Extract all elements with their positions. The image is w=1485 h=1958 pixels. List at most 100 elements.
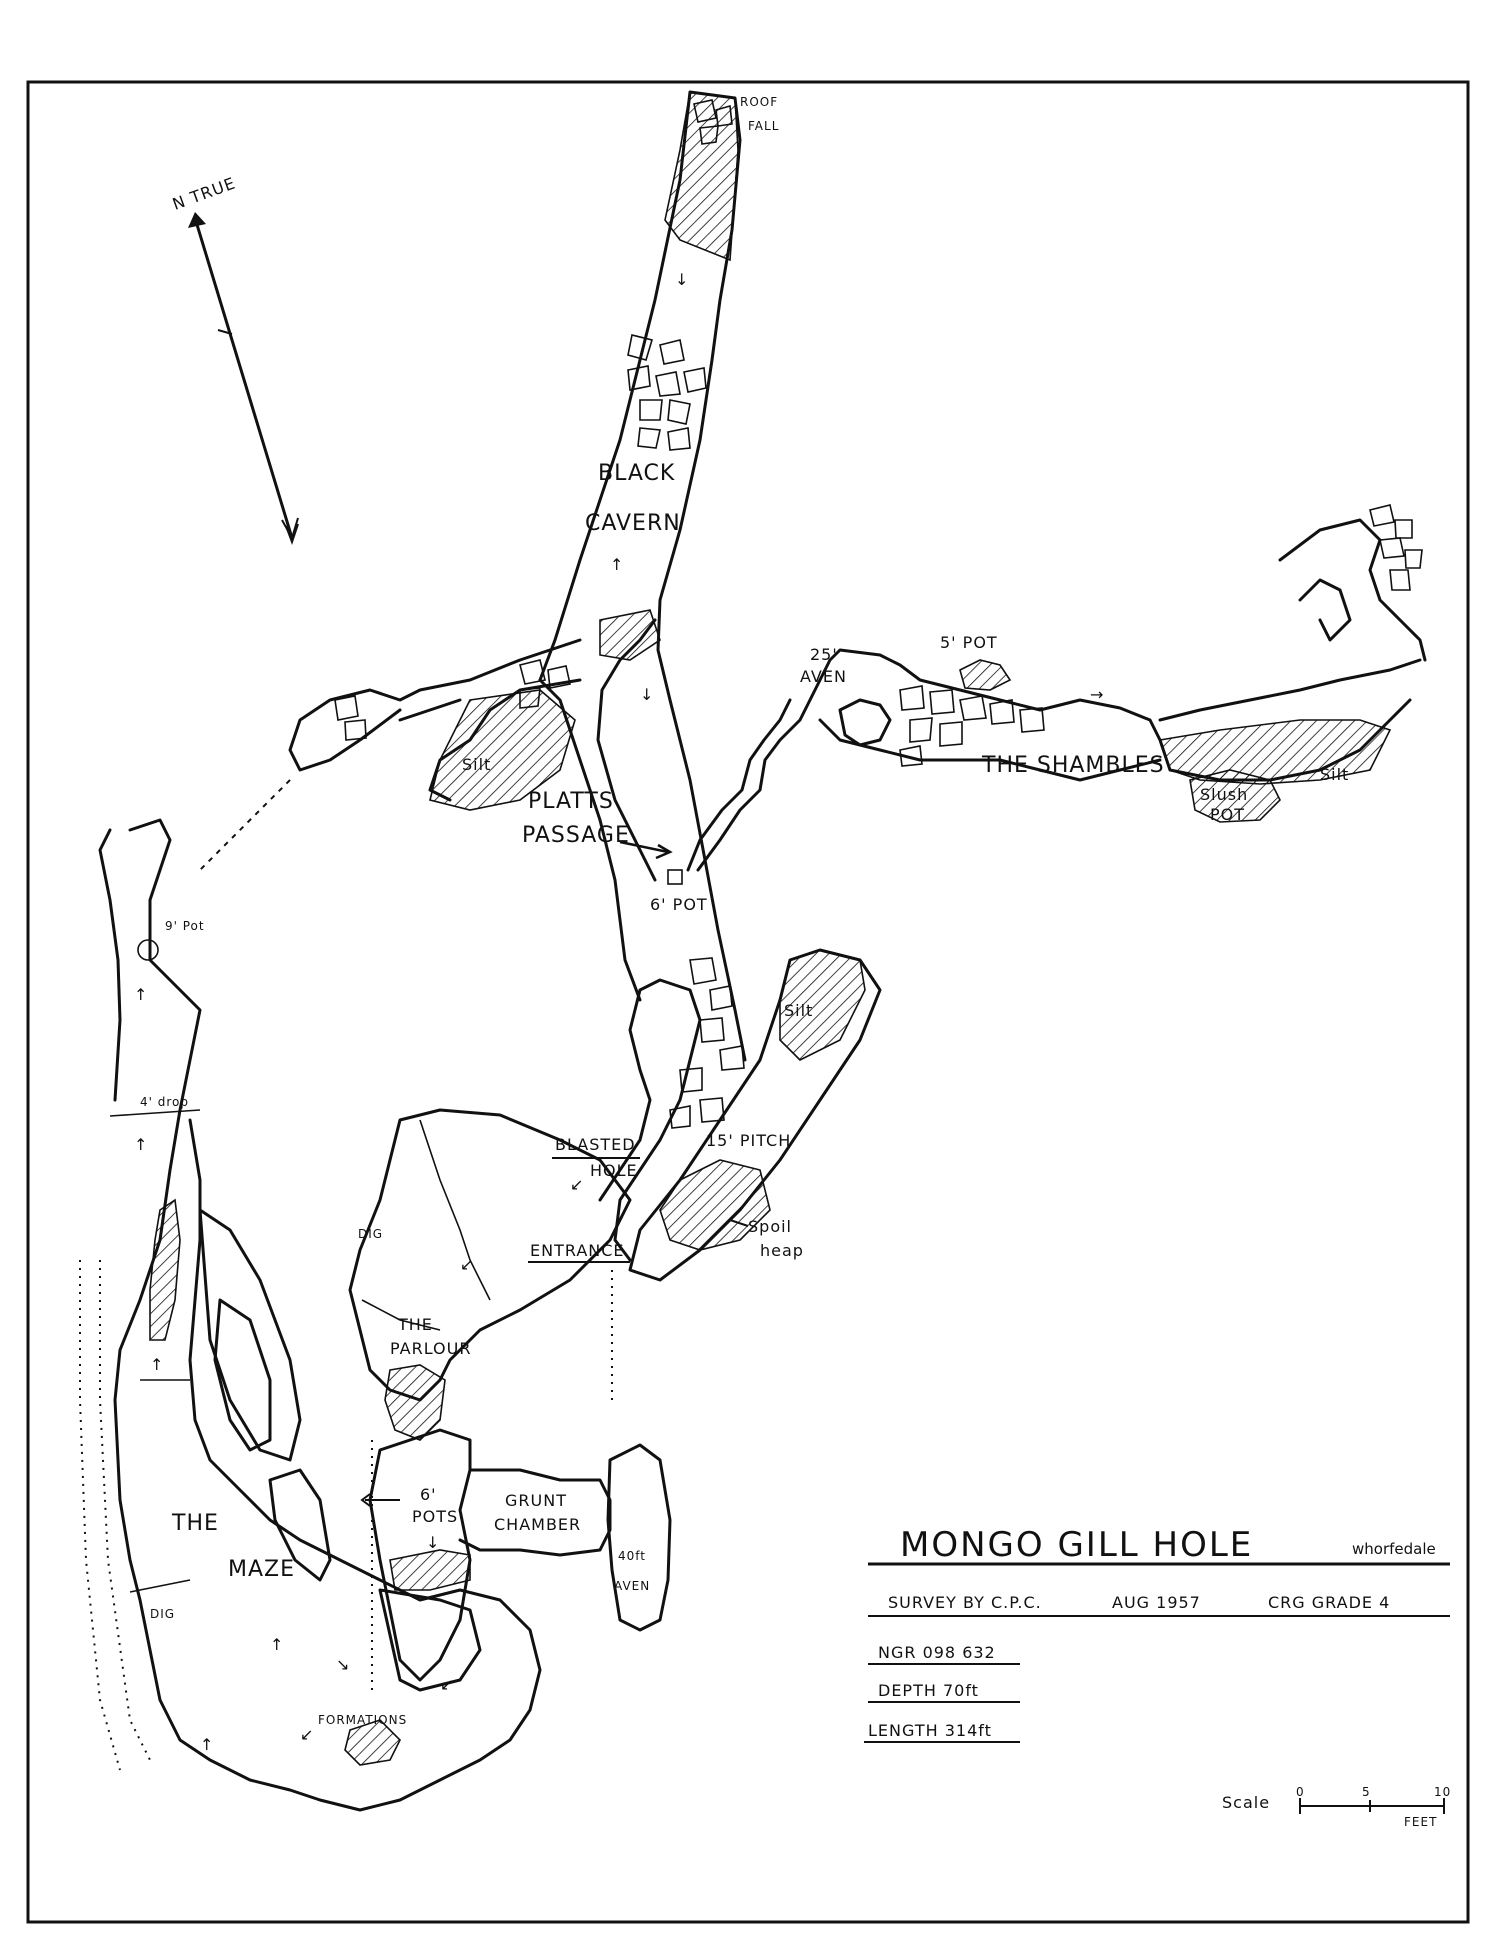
silt-label: Silt — [784, 1001, 813, 1020]
flow-arrow: ↙ — [300, 1725, 314, 1744]
entrance-label: ENTRANCE — [530, 1241, 625, 1260]
title-block: MONGO GILL HOLE whorfedale SURVEY BY C.P… — [864, 1525, 1450, 1743]
ngr-value: NGR 098 632 — [878, 1643, 996, 1662]
survey-credit: SURVEY BY C.P.C. — [888, 1593, 1042, 1612]
pots-passage — [368, 1428, 472, 1682]
parlour-label-2: PARLOUR — [390, 1339, 471, 1358]
blasted-hole-label-1: BLASTED — [555, 1135, 636, 1154]
slush-pot-hatch — [1189, 769, 1281, 823]
aven-25-loop — [838, 698, 892, 747]
blasted-hole-label-2: HOLE — [590, 1161, 638, 1180]
platts-passage — [686, 678, 822, 872]
roof-fall-label-2: FALL — [748, 119, 779, 133]
parlour-silt — [384, 1364, 446, 1441]
five-pot-label: 5' POT — [940, 633, 998, 652]
platts-passage-entrance — [538, 678, 642, 1002]
west-passage-inner — [98, 828, 122, 1102]
silt-label: Silt — [462, 755, 491, 774]
flow-arrow: ↓ — [640, 685, 654, 704]
maze-label-1: THE — [171, 1511, 219, 1536]
flow-arrow: ↘ — [336, 1655, 350, 1674]
maze-pillar — [268, 1468, 332, 1582]
platts-label-2: PASSAGE — [522, 823, 630, 848]
flow-arrow: ↑ — [150, 1355, 164, 1374]
silt-patch — [779, 949, 866, 1061]
six-pot-icon — [667, 869, 683, 885]
fifteen-pitch-label: 15' PITCH — [706, 1131, 791, 1150]
north-east-passages — [1278, 504, 1427, 662]
platts-label-1: PLATTS — [528, 789, 614, 814]
cave-area: whorfedale — [1352, 1540, 1436, 1558]
flow-arrow: ↓ — [426, 1533, 440, 1552]
aven-40-label-1: 40ft — [618, 1549, 646, 1563]
shambles-passage — [818, 648, 1422, 782]
shambles-silt — [1158, 719, 1392, 785]
north-label: N TRUE — [170, 173, 238, 213]
scale-tick-5: 5 — [1362, 1785, 1371, 1799]
aven-40 — [606, 1443, 672, 1632]
formations-label: FORMATIONS — [318, 1713, 407, 1727]
flow-arrow: ↑ — [610, 555, 624, 574]
scale-unit: FEET — [1404, 1815, 1437, 1829]
parlour-label-1: THE — [397, 1315, 433, 1334]
pots-label-2: POTS — [412, 1507, 458, 1526]
entrance-blocks — [669, 957, 745, 1129]
six-pot-label: 6' POT — [650, 895, 708, 914]
flow-arrow: ↑ — [270, 1635, 284, 1654]
surface-line — [79, 1260, 121, 1771]
silt-patch — [429, 689, 576, 811]
lower-chamber — [378, 1588, 482, 1692]
flow-arrow: ↙ — [570, 1175, 584, 1194]
pots-silt — [389, 1549, 471, 1591]
silt-patch — [599, 609, 661, 661]
formations-patch — [344, 1719, 401, 1766]
shambles-label: THE SHAMBLES — [981, 753, 1165, 778]
flow-arrow: ↙ — [460, 1255, 474, 1274]
aven-25-label-1: 25' — [810, 645, 838, 664]
four-drop-label: 4' drop — [140, 1095, 189, 1109]
roof-fall-debris — [664, 91, 739, 262]
nine-pot-icon — [137, 939, 159, 961]
flow-arrow: ↙ — [440, 1675, 454, 1694]
map-frame — [26, 80, 1470, 1924]
five-pot-hatch — [959, 659, 1012, 691]
entrance-shaft — [598, 978, 702, 1262]
maze-pillar — [198, 1208, 302, 1462]
parlour-chamber — [348, 1108, 632, 1402]
aven-40-label-2: AVEN — [614, 1579, 650, 1593]
nine-pot-label: 9' Pot — [165, 919, 205, 933]
spoil-heap-label-1: Spoil — [748, 1217, 792, 1236]
west-passage — [113, 818, 542, 1812]
depth-value: DEPTH 70ft — [878, 1681, 979, 1700]
survey-grade: CRG GRADE 4 — [1268, 1593, 1390, 1612]
aven-25-label-2: AVEN — [800, 667, 847, 686]
flow-arrow: ↓ — [675, 270, 689, 289]
dig-label: DIG — [358, 1227, 383, 1241]
flow-arrow: ↑ — [134, 1135, 148, 1154]
cave-name: MONGO GILL HOLE — [900, 1525, 1253, 1565]
maze-silt — [149, 1198, 181, 1341]
flow-arrow: ↑ — [134, 985, 148, 1004]
spoil-heap-label-2: heap — [760, 1241, 804, 1260]
north-arrow-icon — [188, 212, 299, 545]
boulder-blocks — [627, 334, 707, 451]
scale-label: Scale — [1222, 1793, 1270, 1812]
maze-label-2: MAZE — [228, 1557, 295, 1582]
scale-tick-0: 0 — [1296, 1785, 1305, 1799]
grunt-chamber-label-1: GRUNT — [505, 1491, 567, 1510]
black-cavern-label-2: CAVERN — [585, 511, 681, 536]
scale-bar: Scale 0 5 10 FEET — [1222, 1785, 1451, 1829]
grunt-chamber — [458, 1468, 612, 1557]
roof-fall-label-1: ROOF — [740, 95, 778, 109]
shambles-blocks — [899, 685, 1045, 767]
flow-arrow: → — [1090, 685, 1104, 704]
pots-label-1: 6' — [420, 1485, 437, 1504]
scale-tick-10: 10 — [1434, 1785, 1451, 1799]
flow-arrow: ↑ — [200, 1735, 214, 1754]
maze-pillar — [213, 1298, 272, 1452]
slush-pot-label-2: POT — [1210, 805, 1245, 824]
connection-line — [199, 779, 291, 871]
length-value: LENGTH 314ft — [868, 1721, 992, 1740]
survey-date: AUG 1957 — [1112, 1593, 1201, 1612]
